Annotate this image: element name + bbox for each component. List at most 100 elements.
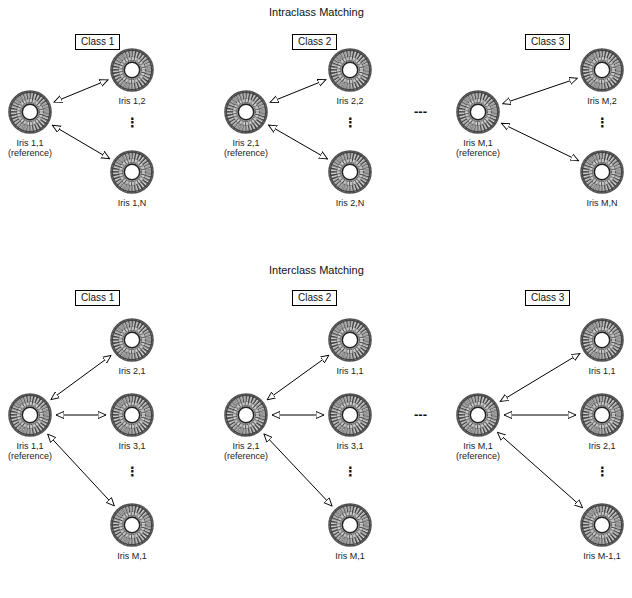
class-label: Class 1 bbox=[81, 292, 114, 304]
match-arrow bbox=[54, 80, 108, 102]
iris-label: Iris 2,1 (reference) bbox=[215, 441, 277, 461]
iris-node: Iris 2,1 (reference) bbox=[206, 392, 286, 461]
match-arrow bbox=[272, 415, 324, 416]
iris-image bbox=[455, 392, 501, 438]
class-label: Class 2 bbox=[298, 292, 331, 304]
iris-image bbox=[109, 502, 155, 548]
ellipsis-mark: ⋮ bbox=[344, 116, 357, 130]
ellipsis-mark: ⋮ bbox=[596, 116, 609, 130]
iris-node: Iris 1,1 (reference) bbox=[0, 89, 70, 158]
iris-label: Iris 2,1 bbox=[101, 366, 163, 376]
class-box: Class 2 bbox=[292, 290, 337, 306]
match-arrow bbox=[267, 355, 329, 400]
iris-image bbox=[109, 392, 155, 438]
match-arrow bbox=[497, 432, 582, 507]
iris-image bbox=[109, 47, 155, 93]
iris-node: Iris 2,2 bbox=[310, 47, 390, 106]
iris-label: Iris M,1 (reference) bbox=[447, 441, 509, 461]
class-box: Class 1 bbox=[75, 34, 120, 50]
iris-label: Iris 1,1 (reference) bbox=[0, 138, 61, 158]
iris-node: Iris M,1 (reference) bbox=[438, 89, 518, 158]
match-arrow bbox=[48, 434, 115, 506]
match-arrow bbox=[264, 434, 332, 506]
class-box: Class 1 bbox=[75, 290, 120, 306]
iris-label: Iris M,1 bbox=[101, 551, 163, 561]
iris-image bbox=[327, 502, 373, 548]
iris-label: Iris 3,1 bbox=[101, 441, 163, 451]
iris-node: Iris M,2 bbox=[562, 47, 632, 106]
section-heading: Intraclass Matching bbox=[269, 6, 364, 19]
iris-image bbox=[327, 149, 373, 195]
ellipsis-mark: ⋮ bbox=[126, 465, 139, 479]
class-label: Class 1 bbox=[81, 36, 114, 48]
iris-label: Iris 1,1 (reference) bbox=[0, 441, 61, 461]
ellipsis-mark: --- bbox=[414, 105, 427, 119]
iris-image bbox=[109, 149, 155, 195]
class-label: Class 3 bbox=[531, 292, 564, 304]
iris-image bbox=[109, 317, 155, 363]
iris-label: Iris M,1 (reference) bbox=[447, 138, 509, 158]
match-arrow bbox=[500, 354, 580, 402]
iris-node: Iris 2,1 bbox=[562, 392, 632, 451]
iris-image bbox=[579, 392, 625, 438]
ellipsis-mark: ⋮ bbox=[344, 465, 357, 479]
iris-node: Iris 3,1 bbox=[92, 392, 172, 451]
iris-node: Iris M-1,1 bbox=[562, 502, 632, 561]
match-arrow bbox=[56, 415, 106, 416]
iris-image bbox=[223, 392, 269, 438]
iris-node: Iris M,1 bbox=[310, 502, 390, 561]
iris-label: Iris 2,1 bbox=[571, 441, 632, 451]
iris-node: Iris 1,1 bbox=[310, 317, 390, 376]
iris-node: Iris M,1 (reference) bbox=[438, 392, 518, 461]
iris-label: Iris M-1,1 bbox=[571, 551, 632, 561]
match-arrow bbox=[52, 125, 109, 159]
class-label: Class 2 bbox=[298, 36, 331, 48]
iris-label: Iris 2,1 (reference) bbox=[215, 138, 277, 158]
ellipsis-mark: ⋮ bbox=[596, 465, 609, 479]
iris-node: Iris 2,1 (reference) bbox=[206, 89, 286, 158]
iris-image bbox=[223, 89, 269, 135]
iris-label: Iris M,1 bbox=[319, 551, 381, 561]
iris-label: Iris M,N bbox=[571, 198, 632, 208]
iris-node: Iris 2,1 bbox=[92, 317, 172, 376]
match-arrow bbox=[503, 78, 578, 103]
iris-label: Iris 1,1 bbox=[319, 366, 381, 376]
iris-image bbox=[7, 89, 53, 135]
match-arrow bbox=[269, 125, 328, 159]
iris-node: Iris 3,1 bbox=[310, 392, 390, 451]
match-arrow bbox=[270, 80, 326, 103]
iris-image bbox=[579, 317, 625, 363]
iris-label: Iris 1,2 bbox=[101, 96, 163, 106]
section-heading: Interclass Matching bbox=[269, 264, 364, 277]
iris-image bbox=[7, 392, 53, 438]
match-arrow bbox=[504, 415, 576, 416]
iris-image bbox=[327, 47, 373, 93]
match-arrow bbox=[501, 123, 578, 160]
iris-label: Iris 3,1 bbox=[319, 441, 381, 451]
iris-label: Iris 1,1 bbox=[571, 366, 632, 376]
iris-node: Iris 1,1 (reference) bbox=[0, 392, 70, 461]
iris-image bbox=[579, 47, 625, 93]
match-arrow bbox=[51, 355, 111, 399]
iris-node: Iris M,N bbox=[562, 149, 632, 208]
iris-node: Iris 1,N bbox=[92, 149, 172, 208]
iris-node: Iris 2,N bbox=[310, 149, 390, 208]
iris-label: Iris 2,2 bbox=[319, 96, 381, 106]
iris-image bbox=[327, 392, 373, 438]
ellipsis-mark: --- bbox=[414, 408, 427, 422]
class-box: Class 3 bbox=[525, 34, 570, 50]
iris-image bbox=[455, 89, 501, 135]
iris-label: Iris 2,N bbox=[319, 198, 381, 208]
class-label: Class 3 bbox=[531, 36, 564, 48]
iris-image bbox=[579, 502, 625, 548]
iris-label: Iris M,2 bbox=[571, 96, 632, 106]
iris-node: Iris 1,2 bbox=[92, 47, 172, 106]
iris-label: Iris 1,N bbox=[101, 198, 163, 208]
iris-image bbox=[327, 317, 373, 363]
class-box: Class 3 bbox=[525, 290, 570, 306]
class-box: Class 2 bbox=[292, 34, 337, 50]
iris-image bbox=[579, 149, 625, 195]
iris-node: Iris M,1 bbox=[92, 502, 172, 561]
iris-node: Iris 1,1 bbox=[562, 317, 632, 376]
ellipsis-mark: ⋮ bbox=[126, 116, 139, 130]
